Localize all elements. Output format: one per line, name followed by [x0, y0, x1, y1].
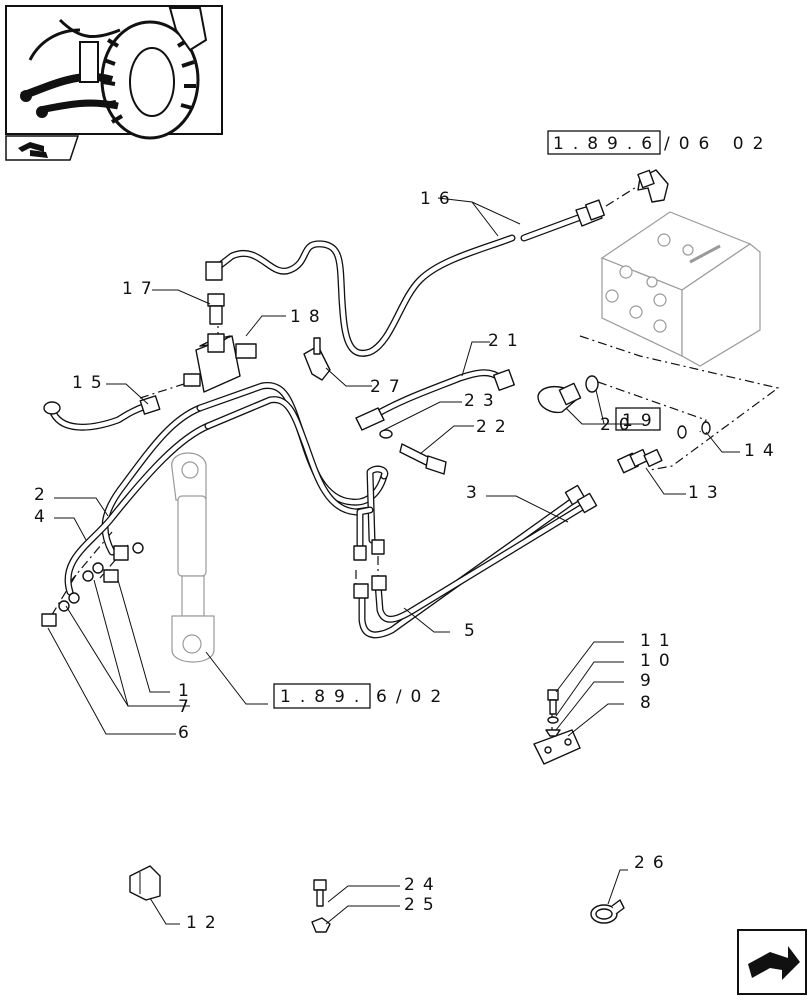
callout-10: 10: [640, 651, 678, 671]
callout-1: 1: [178, 681, 197, 701]
callout-21: 21: [488, 331, 526, 351]
callout-23: 23: [464, 391, 502, 411]
callout-2: 2: [34, 485, 53, 505]
callout-18: 18: [290, 307, 328, 327]
callout-3: 3: [466, 483, 485, 503]
bolt-22: [399, 443, 447, 475]
reference-top-right[interactable]: 1.89.6 /06 02: [547, 130, 772, 155]
callout-19: 19: [622, 411, 660, 431]
reference-bottom-boxed: 1.89.: [280, 687, 368, 707]
fitting-17: [207, 293, 225, 325]
lift-cylinder: [171, 452, 215, 663]
o-ring-14b: [701, 421, 711, 435]
washer-9: [545, 729, 561, 737]
callout-15: 15: [72, 373, 110, 393]
callout-4: 4: [34, 507, 53, 527]
callout-26: 26: [634, 853, 672, 873]
pipe-15: [43, 395, 161, 431]
callout-11: 11: [640, 631, 678, 651]
coupling-13: [617, 448, 663, 474]
elbow-fitting-top: [637, 169, 669, 203]
callout-27: 27: [370, 377, 408, 397]
callout-12: 12: [186, 913, 224, 933]
o-ring-14a: [677, 425, 687, 439]
callout-8: 8: [640, 693, 659, 713]
callout-9: 9: [640, 671, 659, 691]
callout-5: 5: [464, 621, 483, 641]
tractor-thumbnail[interactable]: [5, 5, 223, 140]
pipes-upper-bundle: [196, 381, 389, 561]
washer-10: [547, 716, 559, 724]
callout-7: 7: [178, 697, 197, 717]
leader-lines: [47, 197, 740, 925]
hose-clamp-26: [590, 899, 625, 924]
bolt-11: [547, 689, 559, 715]
callout-17: 17: [122, 279, 160, 299]
o-ring-19: [585, 375, 599, 393]
callout-16: 16: [420, 189, 458, 209]
pipes-2-4-left: [64, 404, 212, 596]
reference-bottom-rest: 6/02: [376, 687, 450, 707]
fittings-1-6-7: [41, 542, 144, 627]
clip-27: [303, 337, 331, 381]
pipes-3-5-lower: [353, 484, 598, 639]
callout-25: 25: [404, 895, 442, 915]
screw-24: [313, 879, 327, 907]
washer-23: [379, 429, 393, 439]
nut-25: [311, 917, 331, 933]
catalog-book-icon[interactable]: [5, 135, 80, 161]
reference-top-right-rest: /06 02: [664, 134, 772, 154]
pipe-21: [355, 369, 515, 431]
callout-22: 22: [476, 417, 514, 437]
next-page-arrow-icon[interactable]: [737, 929, 807, 995]
callout-19-box: [615, 407, 661, 431]
clamp-12: [129, 865, 161, 901]
reference-top-right-boxed: 1.89.6: [553, 134, 661, 154]
elbow-20: [537, 382, 582, 414]
callout-14: 14: [744, 441, 782, 461]
tee-block-18: [183, 333, 257, 393]
hose-16: [205, 199, 606, 357]
callout-24: 24: [404, 875, 442, 895]
callout-labels: 16 17 18 15 21 27 23 22 20 19 14 13 3 2 …: [34, 189, 782, 933]
bracket-8: [533, 729, 581, 765]
callout-13: 13: [688, 483, 726, 503]
control-valve-block: [600, 211, 761, 367]
reference-bottom[interactable]: 1.89. 6/02: [273, 683, 450, 709]
callout-6: 6: [178, 723, 197, 743]
